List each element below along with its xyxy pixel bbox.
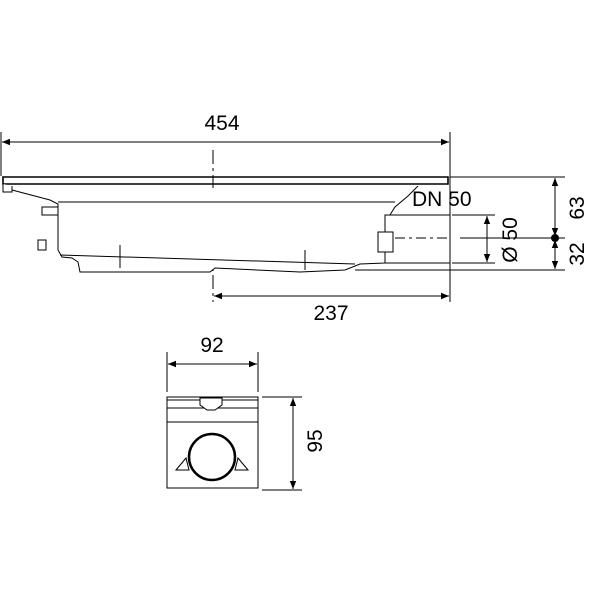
- left-clip: [174, 456, 190, 471]
- left-flange: [2, 184, 13, 193]
- outlet-pipe: [384, 214, 451, 264]
- outlet-circle: [187, 432, 237, 482]
- dimension-237: 237: [313, 302, 348, 325]
- dimension-32: 32: [566, 242, 589, 265]
- top-clip: [199, 397, 223, 411]
- dimension-92: 92: [200, 334, 223, 357]
- axis-dot: [551, 234, 559, 242]
- left-tab: [41, 206, 59, 216]
- floor-line: [59, 254, 356, 265]
- dimension-454: 454: [204, 112, 239, 135]
- dimension-63: 63: [566, 196, 589, 219]
- dimension-95: 95: [304, 429, 327, 452]
- outlet-clip: [377, 231, 394, 253]
- left-clip: [37, 239, 47, 251]
- drain-body: [11, 185, 419, 273]
- end-view: 92 95: [166, 334, 327, 491]
- side-view: 454 DN 50 237 Ø 50 63 32: [0, 112, 589, 325]
- dimension-diameter: Ø 50: [499, 217, 522, 263]
- outlet-nominal-label: DN 50: [412, 188, 472, 211]
- grate-plate: [2, 176, 449, 185]
- right-clip: [234, 456, 250, 471]
